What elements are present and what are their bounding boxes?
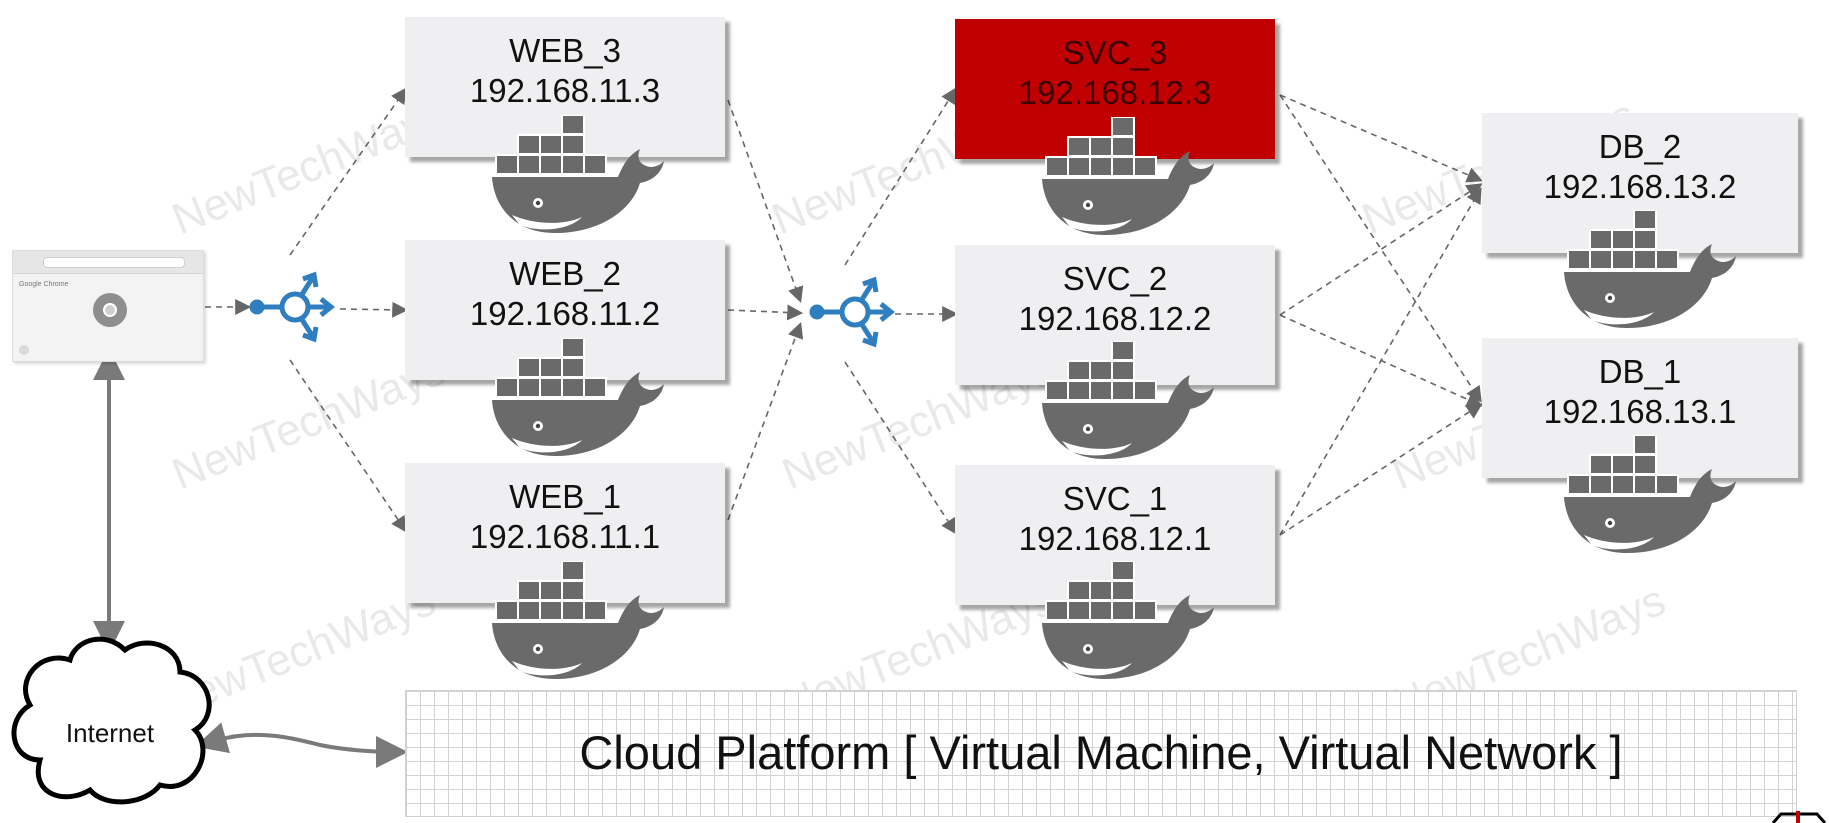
node-ip: 192.168.12.1 (1018, 520, 1212, 557)
node-name: SVC_1 (1062, 480, 1168, 517)
docker-whale-icon (1041, 561, 1215, 680)
watermark-layer: NewTechWays NewTechWays NewTechWays NewT… (155, 90, 1672, 729)
node-ip: 192.168.11.3 (469, 72, 661, 109)
docker-whale-icon (1563, 210, 1737, 329)
connector (289, 359, 407, 533)
internet-label: Internet (65, 718, 155, 748)
connector (1279, 403, 1483, 536)
browser-address-bar (43, 257, 185, 268)
node-web-1: WEB_1 192.168.11.1 (405, 463, 725, 603)
connector (1279, 94, 1483, 183)
connector (1279, 187, 1482, 536)
node-name: WEB_2 (509, 255, 621, 292)
node-name: DB_2 (1598, 128, 1682, 165)
docker-whale-icon (1041, 117, 1215, 236)
docker-whale-icon (491, 561, 665, 680)
dashed-connectors (205, 87, 1483, 536)
connector (844, 361, 957, 535)
connector (727, 304, 804, 321)
browser-window-icon: Google Chrome (12, 250, 204, 362)
docker-whale-icon (1563, 435, 1737, 554)
connector (339, 301, 409, 318)
node-ip: 192.168.11.2 (469, 295, 661, 332)
node-ip: 192.168.12.2 (1018, 300, 1212, 337)
browser-status-icon (19, 345, 29, 355)
load-balancer-icon (249, 271, 336, 343)
connector (844, 87, 957, 266)
connector (1279, 94, 1482, 403)
connector (727, 321, 804, 521)
node-name: SVC_2 (1062, 260, 1168, 297)
node-ip: 192.168.11.1 (469, 518, 661, 555)
docker-whale-icon (491, 338, 665, 457)
corner-logo (1771, 811, 1827, 823)
node-ip: 192.168.13.1 (1543, 393, 1737, 430)
node-name: SVC_3 (1062, 34, 1168, 71)
load-balancer-icon (809, 276, 896, 348)
cloud-icon (11, 636, 212, 805)
connector (1279, 183, 1483, 316)
node-web-3: WEB_3 192.168.11.3 (405, 17, 725, 157)
docker-whale-icon (1041, 341, 1215, 460)
browser-brand-label: Google Chrome (19, 281, 69, 288)
node-name: DB_1 (1598, 353, 1682, 390)
node-ip: 192.168.12.3 (1018, 74, 1212, 111)
chrome-logo-icon (93, 293, 127, 327)
node-name: WEB_3 (509, 32, 621, 69)
platform-label: Cloud Platform [ Virtual Machine, Virtua… (579, 726, 1623, 779)
connector (727, 99, 804, 304)
connector (289, 87, 407, 256)
cloud-platform-band: Cloud Platform [ Virtual Machine, Virtua… (405, 690, 1797, 817)
docker-whale-icon (491, 115, 665, 234)
internet-platform-link (194, 722, 408, 768)
node-name: WEB_1 (509, 478, 621, 515)
node-ip: 192.168.13.2 (1543, 168, 1737, 205)
connector (1279, 314, 1483, 408)
